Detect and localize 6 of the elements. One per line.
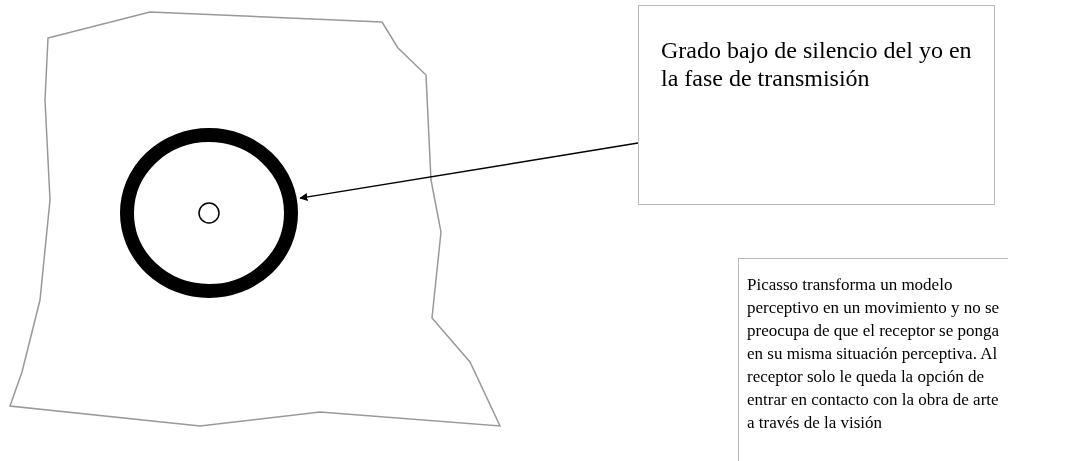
box-text: Picasso transforma un modelo perceptivo en un movimiento y no se preocupa de que el receptor se ponga en su misma situación perceptiva. Al receptor solo le queda la opción de entrar en contacto con la obra de arte a través de la visión <box>747 274 1001 434</box>
box-text: Grado bajo de silencio del yo en la fase de transmisión <box>661 36 973 92</box>
text-box <box>638 5 995 205</box>
arrow <box>299 142 639 201</box>
thick-ring <box>120 128 298 298</box>
text-box <box>738 258 1008 461</box>
